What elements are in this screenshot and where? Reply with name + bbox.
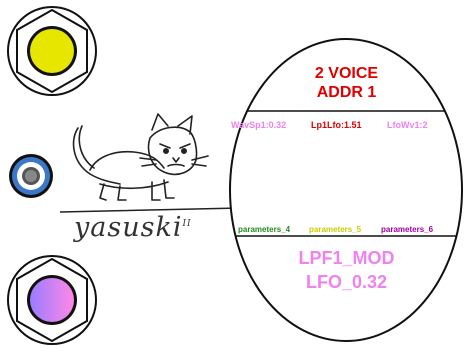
bottom-knob[interactable] <box>6 254 98 346</box>
voice-count-label: 2 VOICE <box>314 65 379 82</box>
mode-line-1: LPF1_MOD <box>298 248 395 268</box>
address-label: ADDR 1 <box>316 84 377 101</box>
param-parameters-4: parameters_4 <box>238 225 291 234</box>
mode-line-2: LFO_0.32 <box>305 272 388 292</box>
display-bezel <box>229 38 463 342</box>
logo-text: yasuskiII <box>74 212 192 243</box>
input-jack[interactable] <box>6 151 56 201</box>
param-lp1lfo: Lp1Lfo:1.51 <box>311 120 362 130</box>
param-lfowv1: LfoWv1:2 <box>387 120 428 130</box>
oled-display: 2 VOICE ADDR 1 WavSp1:0.32 Lp1Lfo:1.51 L… <box>229 38 464 343</box>
param-parameters-6: parameters_6 <box>381 225 434 234</box>
param-wavsp1: WavSp1:0.32 <box>231 120 287 130</box>
param-parameters-5: parameters_5 <box>309 225 362 234</box>
cat-logo-icon <box>60 113 240 213</box>
bottom-knob-cap <box>30 278 74 322</box>
top-knob-cap <box>30 29 74 73</box>
top-knob[interactable] <box>6 5 98 97</box>
